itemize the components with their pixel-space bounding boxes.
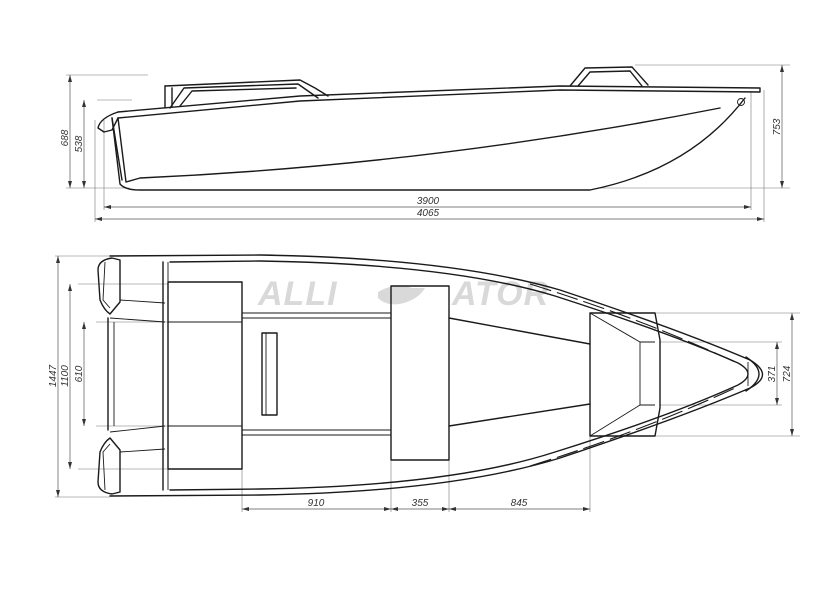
arrow-icon [442,507,449,511]
gunwale [117,85,761,119]
dim-label-355: 355 [412,498,429,509]
arrow-icon [104,205,111,209]
arrow-icon [384,507,391,511]
arrow-icon [242,507,249,511]
side-view: 688 538 753 3900 4065 [60,64,790,222]
dim-label-688: 688 [60,129,71,146]
bow-deck-bevel [589,312,655,437]
stern-rail [97,111,119,133]
arrow-icon [583,507,590,511]
well-top-edge [109,317,166,323]
middle-seat [390,285,450,461]
arrow-icon [56,256,60,263]
arrow-icon [82,100,86,107]
arrow-icon [744,205,751,209]
arrow-icon [68,181,72,188]
windshield-frame [169,83,319,109]
watermark: ALLI ATOR [257,275,549,313]
dim-label-1447: 1447 [48,364,59,387]
watermark-text-left: ALLI [257,275,338,313]
arrow-icon [82,181,86,188]
dim-label-753: 753 [772,118,783,135]
outer-hull [109,254,764,497]
arrow-icon [68,284,72,291]
floor-taper-bottom [448,403,591,427]
stern-pod-bottom [97,437,121,495]
front-rail-inner [577,70,643,87]
watermark-text-right: ATOR [451,275,549,313]
arrow-icon [82,322,86,329]
stern-pod-top [97,257,121,315]
rub-rail-top [529,283,736,363]
front-rail [569,66,649,87]
arrow-icon [56,490,60,497]
hull-outline [111,97,746,191]
dim-label-724: 724 [782,365,793,382]
arrow-icon [775,398,779,405]
floor-taper-top [448,317,591,345]
rub-rail-bottom [529,387,736,467]
chine-line [117,107,721,183]
pod-bottom-edge [119,448,166,453]
arrow-icon [790,313,794,320]
transom-edge [111,117,123,181]
dim-label-371: 371 [767,366,778,383]
arrow-icon [775,342,779,349]
floor-hatch [261,332,278,416]
bow-deck [589,312,661,437]
alligator-head-icon [378,285,425,305]
arrow-icon [780,181,784,188]
arrow-icon [391,507,398,511]
windshield-inner [179,87,297,107]
bow-cap [745,356,760,392]
bow-eye-icon [737,98,745,106]
arrow-icon [780,65,784,72]
dim-label-538: 538 [74,135,85,152]
top-view: ALLI ATOR [48,254,800,512]
arrow-icon [790,429,794,436]
arrow-icon [449,507,456,511]
rear-seat [167,281,243,470]
dim-label-4065: 4065 [417,208,440,219]
dim-label-3900: 3900 [417,196,440,207]
stern-pod-bottom-inner [102,443,111,491]
rear-rail [164,79,329,97]
arrow-icon [68,75,72,82]
arrow-icon [95,217,102,221]
dim-label-610: 610 [74,365,85,382]
well-bottom-edge [109,425,166,433]
pod-top-edge [119,299,166,304]
dim-label-845: 845 [511,498,528,509]
dim-label-910: 910 [308,498,325,509]
stern-pod-top-inner [102,261,111,309]
arrow-icon [757,217,764,221]
arrow-icon [82,419,86,426]
dim-label-1100: 1100 [60,365,71,387]
arrow-icon [68,462,72,469]
